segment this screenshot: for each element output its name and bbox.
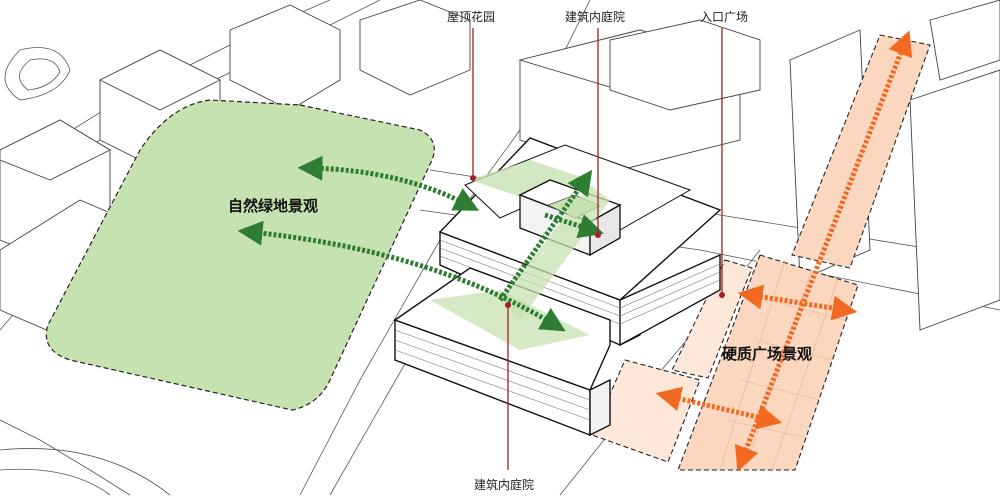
callout-dots [470, 175, 725, 308]
label-courtyard-bottom: 建筑内庭院 [474, 478, 535, 492]
label-hard-plaza-landscape: 硬质广场景观 [722, 345, 813, 363]
label-courtyard-top: 建筑内庭院 [565, 10, 626, 24]
label-green-landscape: 自然绿地景观 [228, 197, 319, 215]
callout-leaders [472, 28, 723, 470]
label-entrance-plaza: 入口广场 [700, 10, 749, 24]
orange-flow-arrows [655, 30, 913, 472]
label-roof-garden: 屋顶花园 [447, 10, 496, 24]
green-flow-arrows [237, 155, 604, 332]
